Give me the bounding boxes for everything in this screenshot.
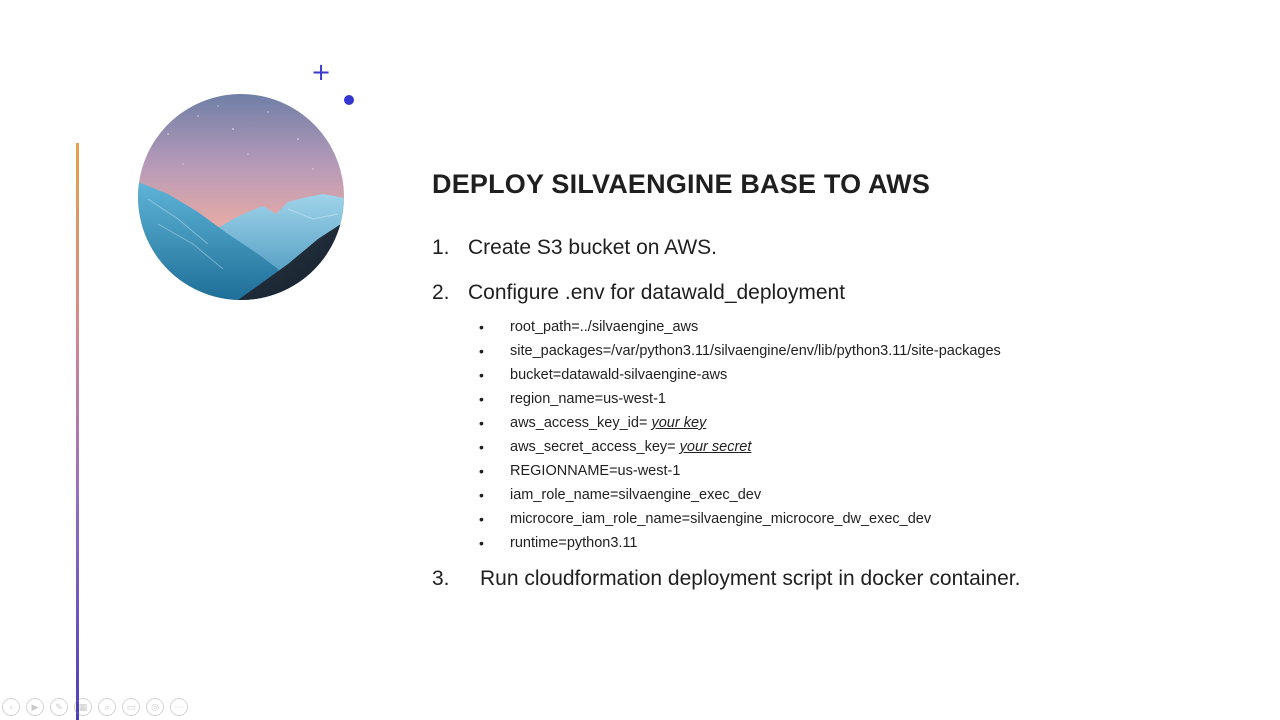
list-item: • iam_role_name=silvaengine_exec_dev — [432, 483, 1252, 507]
list-item: • region_name=us-west-1 — [432, 387, 1252, 411]
camera-off-icon: ◎ — [151, 703, 159, 713]
pen-icon: ✎ — [55, 703, 63, 713]
list-item: • aws_access_key_id= your key — [432, 411, 1252, 435]
caption-icon: ▭ — [126, 703, 136, 713]
plus-decoration-icon: + — [311, 58, 332, 86]
step-number: 3. — [432, 567, 450, 590]
step-number: 1. — [432, 236, 450, 259]
env-item-text: microcore_iam_role_name=silvaengine_micr… — [510, 511, 932, 527]
list-item: • microcore_iam_role_name=silvaengine_mic… — [432, 507, 1252, 531]
list-item: • runtime=python3.11 — [432, 531, 1252, 555]
next-slide-button[interactable]: ▶ — [26, 698, 44, 716]
bullet-icon: • — [479, 319, 484, 335]
more-icon: ⋯ — [174, 703, 184, 713]
env-item-text: aws_secret_access_key= — [510, 439, 680, 455]
camera-button[interactable]: ◎ — [146, 698, 164, 716]
list-item: • root_path=../silvaengine_aws — [432, 315, 1252, 339]
slides-overview-button[interactable]: ▦ — [74, 698, 92, 716]
env-variable-list: • root_path=../silvaengine_aws • site_pack… — [432, 315, 1252, 555]
env-item-text: root_path=../silvaengine_aws — [510, 319, 699, 335]
env-item-text: aws_access_key_id= — [510, 415, 652, 431]
step-run-deployment: 3. Run cloudformation deployment script … — [432, 565, 1252, 593]
step-text: Configure .env for datawald_deployment — [468, 281, 846, 304]
pen-tool-button[interactable]: ✎ — [50, 698, 68, 716]
bullet-icon: • — [479, 511, 484, 527]
grid-icon: ▦ — [78, 703, 88, 713]
slide-title: DEPLOY SILVAENGINE BASE TO AWS — [432, 169, 931, 199]
bullet-icon: • — [479, 535, 484, 551]
list-item: • aws_secret_access_key= your secret — [432, 435, 1252, 459]
list-item: • REGIONNAME=us-west-1 — [432, 459, 1252, 483]
list-item: • bucket=datawald-silvaengine-aws — [432, 363, 1252, 387]
zoom-button[interactable]: ⌕ — [98, 698, 116, 716]
search-icon: ⌕ — [104, 703, 110, 713]
env-item-text: runtime=python3.11 — [510, 535, 638, 551]
env-item-text: region_name=us-west-1 — [510, 391, 666, 407]
slide-content: DEPLOY SILVAENGINE BASE TO AWS 1. Create… — [432, 166, 1252, 593]
subtitles-button[interactable]: ▭ — [122, 698, 140, 716]
step-text: Create S3 bucket on AWS. — [468, 236, 718, 259]
prev-slide-button[interactable]: ‹ — [2, 698, 20, 716]
chevron-left-icon: ‹ — [9, 703, 13, 713]
mountain-photo — [138, 94, 344, 300]
step-number: 2. — [432, 281, 450, 304]
bullet-icon: • — [479, 439, 484, 455]
env-item-text: REGIONNAME=us-west-1 — [510, 463, 681, 479]
env-item-placeholder: your key — [651, 415, 707, 431]
bullet-icon: • — [479, 463, 484, 479]
step-text: Run cloudformation deployment script in … — [480, 567, 1021, 590]
env-item-text: site_packages=/var/python3.11/silvaengin… — [510, 343, 1001, 359]
bullet-icon: • — [479, 415, 484, 431]
step-configure-env: 2. Configure .env for datawald_deploymen… — [432, 279, 1252, 307]
env-item-text: bucket=datawald-silvaengine-aws — [510, 367, 728, 383]
play-icon: ▶ — [31, 703, 39, 713]
bullet-icon: • — [479, 343, 484, 359]
env-item-text: iam_role_name=silvaengine_exec_dev — [510, 487, 762, 503]
bullet-icon: • — [479, 391, 484, 407]
list-item: • site_packages=/var/python3.11/silvaengi… — [432, 339, 1252, 363]
step-create-bucket: 1. Create S3 bucket on AWS. — [432, 234, 1252, 262]
bullet-icon: • — [479, 487, 484, 503]
accent-vertical-line — [76, 143, 79, 720]
slideshow-toolbar: ‹ ▶ ✎ ▦ ⌕ ▭ ◎ ⋯ — [2, 696, 188, 718]
bullet-icon: • — [479, 367, 484, 383]
env-item-placeholder: your secret — [679, 439, 752, 455]
dot-decoration-icon — [344, 95, 354, 105]
more-options-button[interactable]: ⋯ — [170, 698, 188, 716]
